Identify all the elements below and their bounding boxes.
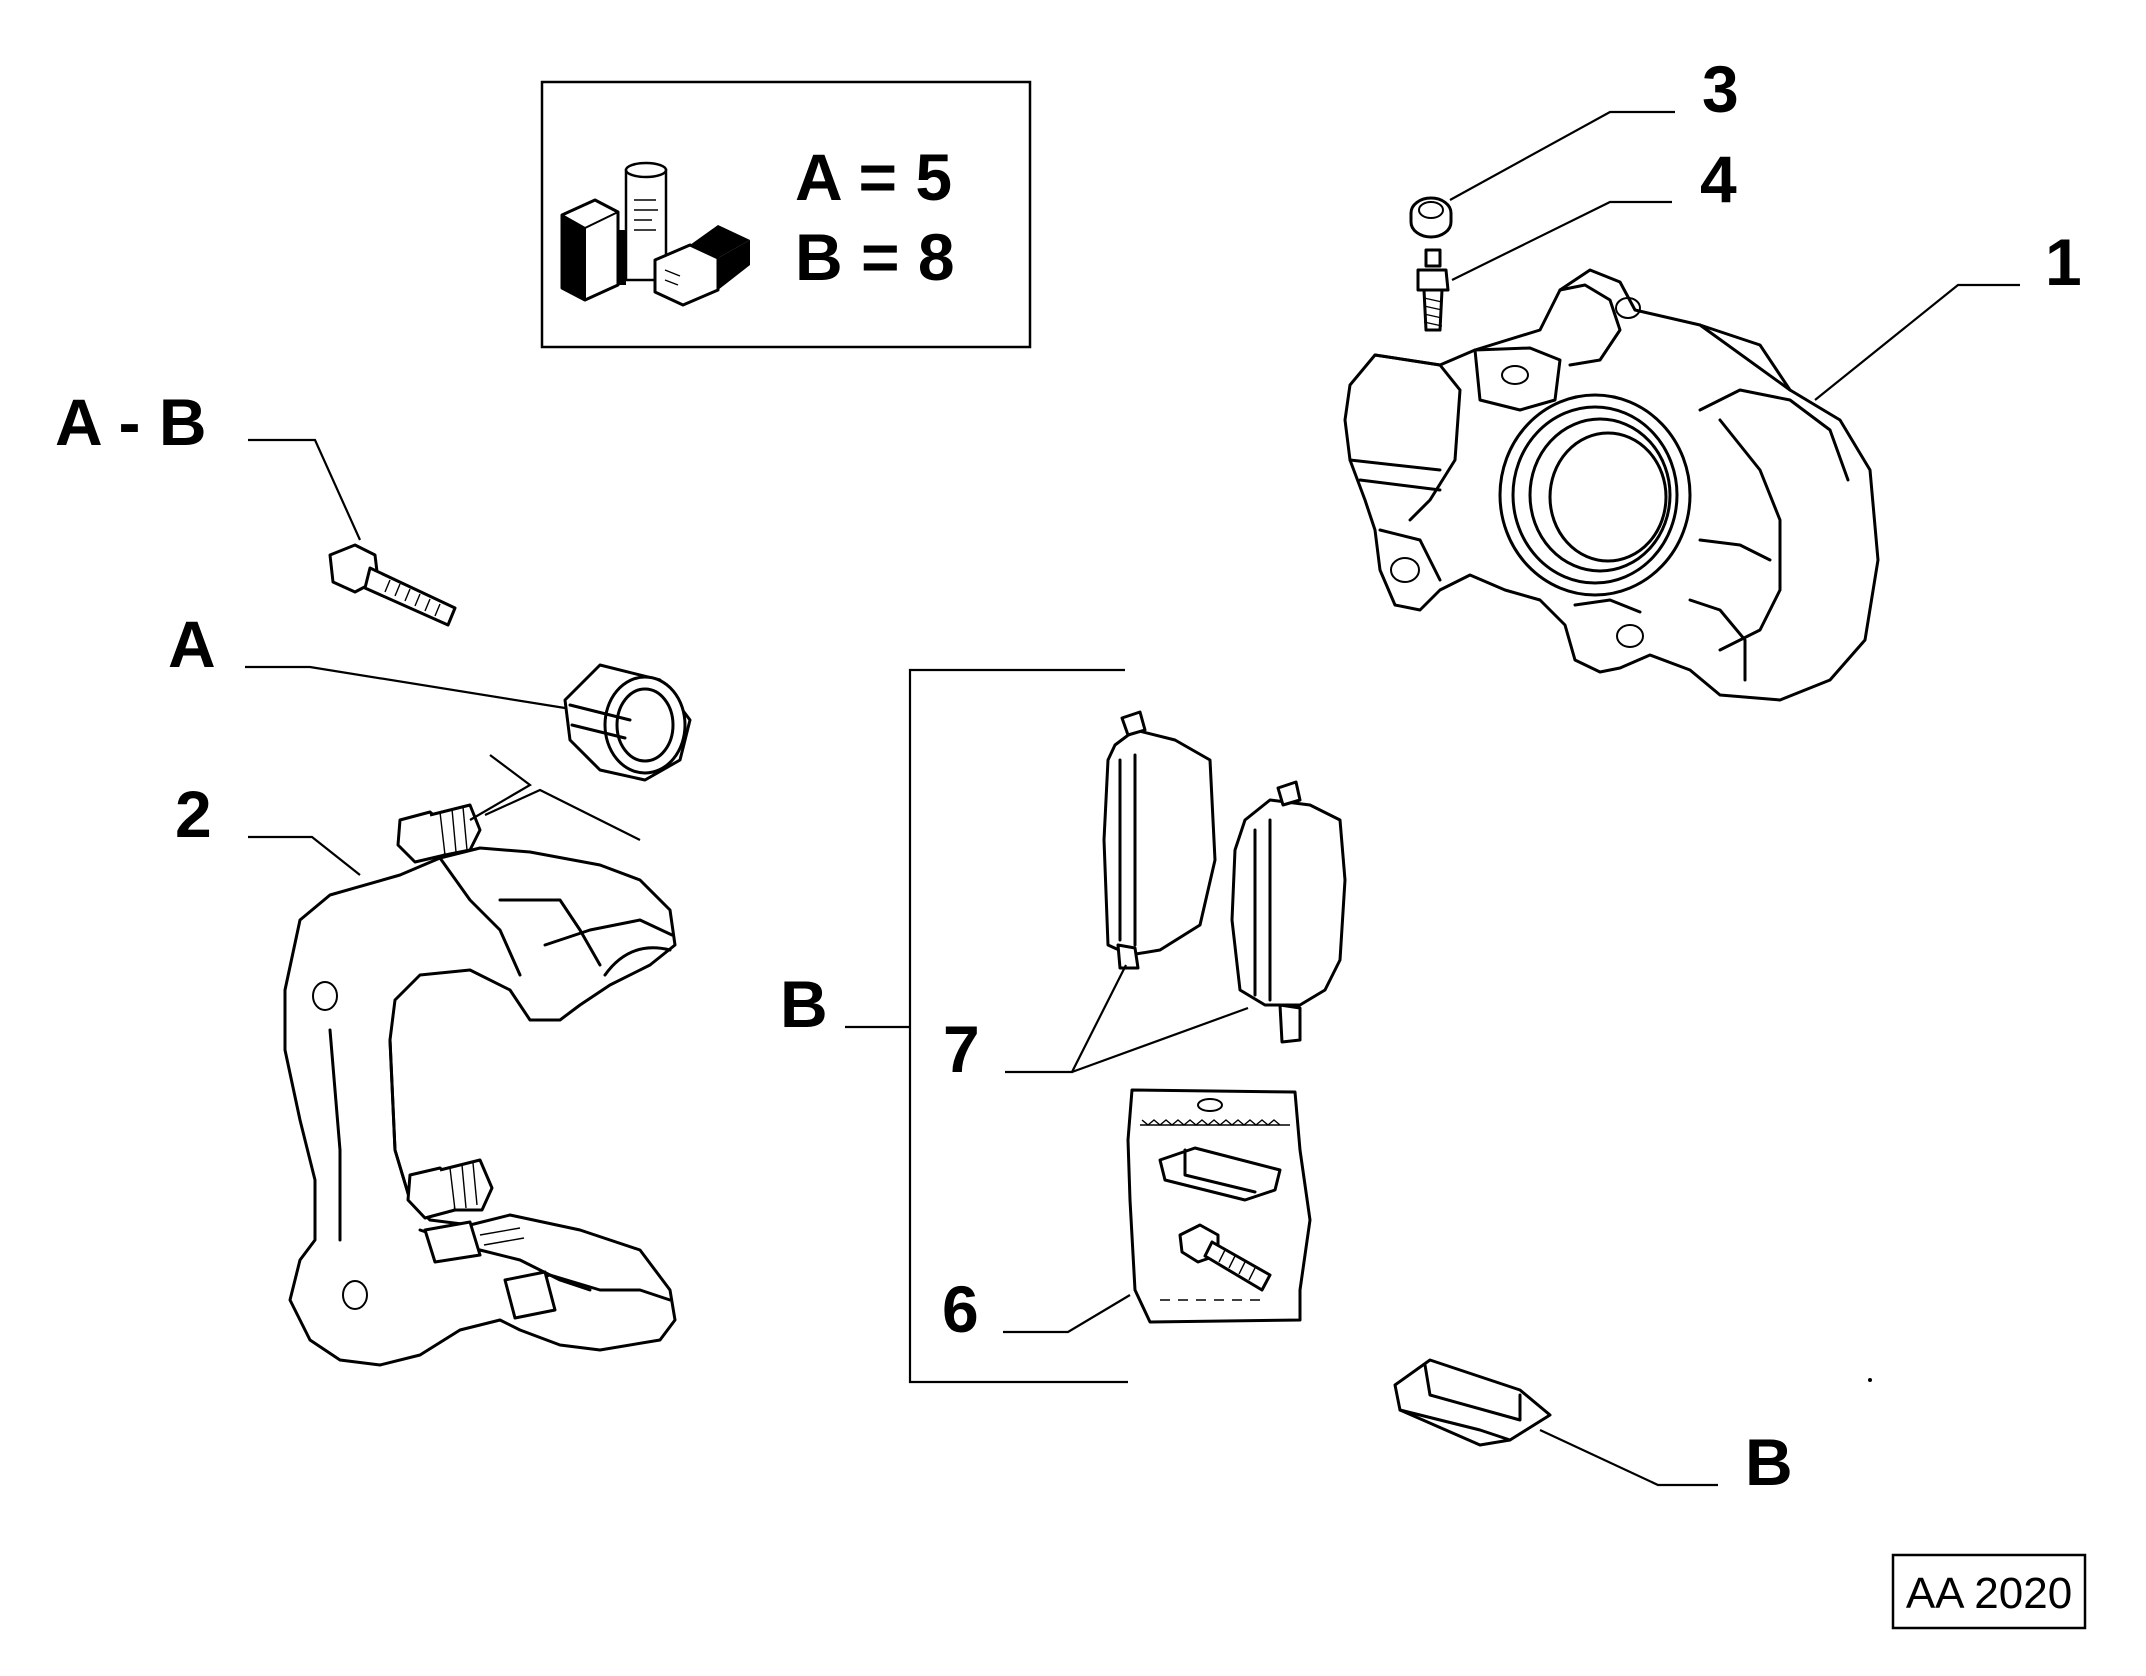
rubber-bushing-a <box>563 663 692 782</box>
label-part-3: 3 <box>1702 52 1739 126</box>
drawing-code: AA 2020 <box>1906 1569 2072 1618</box>
drawing-code-box: AA 2020 <box>1891 1553 2087 1630</box>
fiat-kit-package-icon <box>560 161 750 307</box>
brake-caliper-part-1 <box>1343 268 1880 702</box>
anti-rattle-clip-b <box>1393 1358 1552 1447</box>
callout-labels: 3 4 1 A - B A 2 B 7 6 B <box>55 52 2082 1499</box>
label-part-1: 1 <box>2045 225 2082 299</box>
guide-bolt-ab <box>328 543 457 627</box>
kit-line-a: A = 5 <box>795 140 952 214</box>
drawing-code-frame <box>1891 1553 2087 1630</box>
label-part-4: 4 <box>1700 142 1737 216</box>
label-part-6: 6 <box>942 1272 979 1346</box>
dust-cap-part-3 <box>1409 196 1453 239</box>
brake-pads-part-7 <box>1102 710 1347 1044</box>
label-group-a: A <box>168 607 216 681</box>
label-part-7: 7 <box>943 1012 980 1086</box>
leader-lines <box>245 110 2020 1487</box>
label-group-b-bracket: B <box>780 967 828 1041</box>
label-part-2: 2 <box>175 777 212 851</box>
label-group-b-clip: B <box>1745 1425 1793 1499</box>
label-group-ab: A - B <box>55 385 207 459</box>
bleeder-screw-part-4 <box>1416 248 1450 332</box>
accessory-kit-bag-part-6 <box>1126 1088 1312 1324</box>
speck-dot <box>1868 1378 1872 1382</box>
caliper-carrier-part-2 <box>283 754 677 1367</box>
kit-legend-frame <box>540 80 1032 349</box>
group-b-bracket <box>845 668 1128 1384</box>
kit-legend: A = 5 B = 8 <box>540 80 1032 349</box>
kit-line-b: B = 8 <box>795 220 955 294</box>
